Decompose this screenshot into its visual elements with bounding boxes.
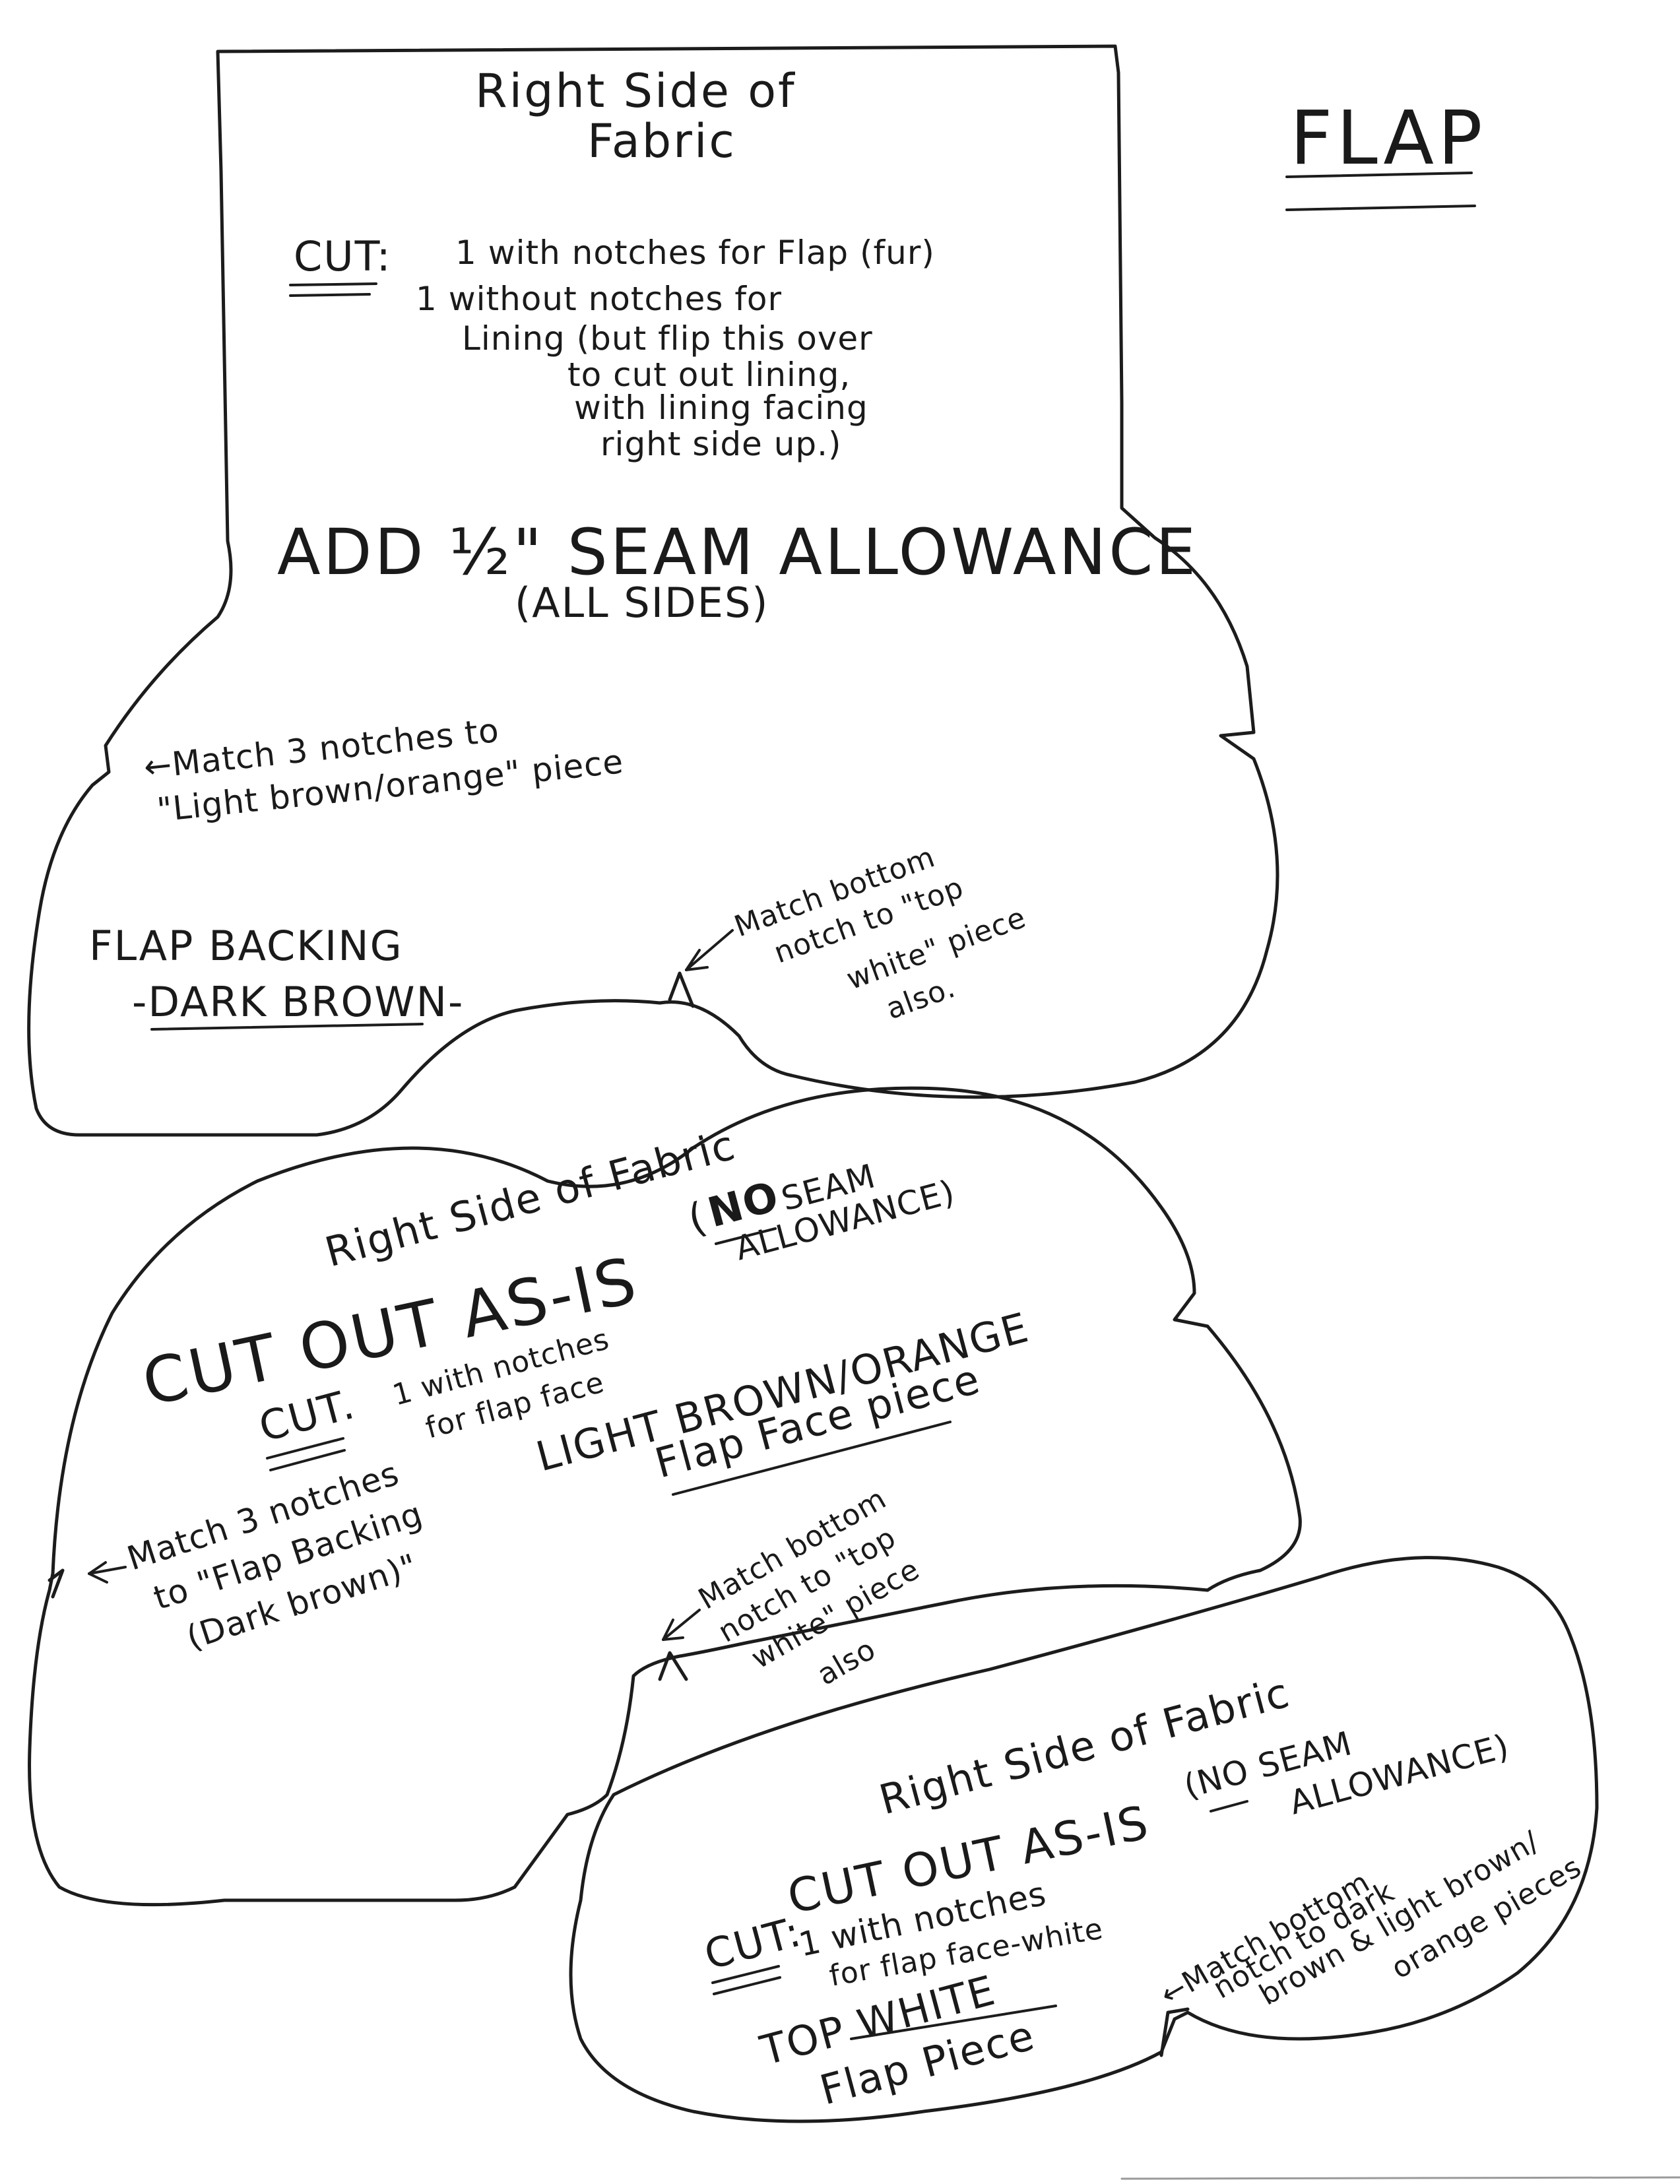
backing-side-label-1: Right Side of: [475, 64, 796, 118]
face-cut-underline-1: [266, 1437, 344, 1460]
backing-seam-allowance: ADD ½" SEAM ALLOWANCE: [277, 515, 1198, 589]
white-cut-underline-2: [713, 1976, 781, 1995]
backing-cut-line-5: with lining facing: [574, 389, 868, 427]
backing-cut-underline-2: [289, 293, 371, 297]
flap-backing-bottom-notch: [668, 971, 695, 1008]
white-cut-label: CUT:: [699, 1908, 806, 1979]
white-side-label: Right Side of Fabric: [874, 1668, 1295, 1824]
title-underline-1: [1285, 172, 1473, 178]
backing-bottom-note-arrow: [685, 929, 734, 971]
backing-cut-underline-1: [289, 282, 377, 286]
top-white-outline: [569, 1556, 1599, 2123]
white-name-underline: [850, 2005, 1057, 2040]
flap-backing-outline: [27, 44, 1279, 1137]
backing-name-underline: [150, 1023, 424, 1031]
top-white-bottom-notch: [1159, 2007, 1190, 2057]
white-no-underline: [1210, 1800, 1248, 1813]
page-title: FLAP: [1290, 96, 1487, 181]
flap-face-left-notch: [48, 1568, 65, 1599]
scan-edge-line: [1120, 2176, 1680, 2180]
face-name-underline: [672, 1421, 952, 1496]
backing-piece-name-1: FLAP BACKING: [89, 922, 403, 970]
backing-side-label-2: Fabric: [587, 114, 736, 168]
backing-bottom-note-arrowhead: [685, 949, 709, 971]
face-match-arrowhead: [88, 1561, 108, 1584]
face-cut-underline-2: [269, 1449, 346, 1471]
title-underline-2: [1285, 205, 1476, 211]
backing-cut-line-1: 1 with notches for Flap (fur): [455, 234, 935, 272]
face-bottom-note-arrowhead: [662, 1619, 684, 1641]
backing-cut-line-6: right side up.): [600, 425, 842, 463]
white-cut-underline-1: [711, 1965, 780, 1984]
backing-cut-line-2: 1 without notches for: [416, 280, 782, 318]
face-bottom-note-4: also: [812, 1632, 882, 1692]
face-bottom-note-arrow: [662, 1609, 701, 1641]
backing-cut-line-4: to cut out lining,: [567, 356, 851, 394]
backing-cut-line-3: Lining (but flip this over: [462, 319, 873, 358]
face-side-label: Right Side of Fabric: [320, 1120, 740, 1276]
face-match-arrow: [88, 1566, 127, 1575]
face-no-underline: [715, 1227, 777, 1245]
backing-cut-label: CUT:: [294, 232, 392, 280]
backing-piece-name-2: -DARK BROWN-: [132, 978, 464, 1026]
backing-seam-sides: (ALL SIDES): [515, 579, 769, 627]
flap-face-outline: [28, 1086, 1302, 1907]
flap-face-bottom-notch: [658, 1651, 688, 1681]
